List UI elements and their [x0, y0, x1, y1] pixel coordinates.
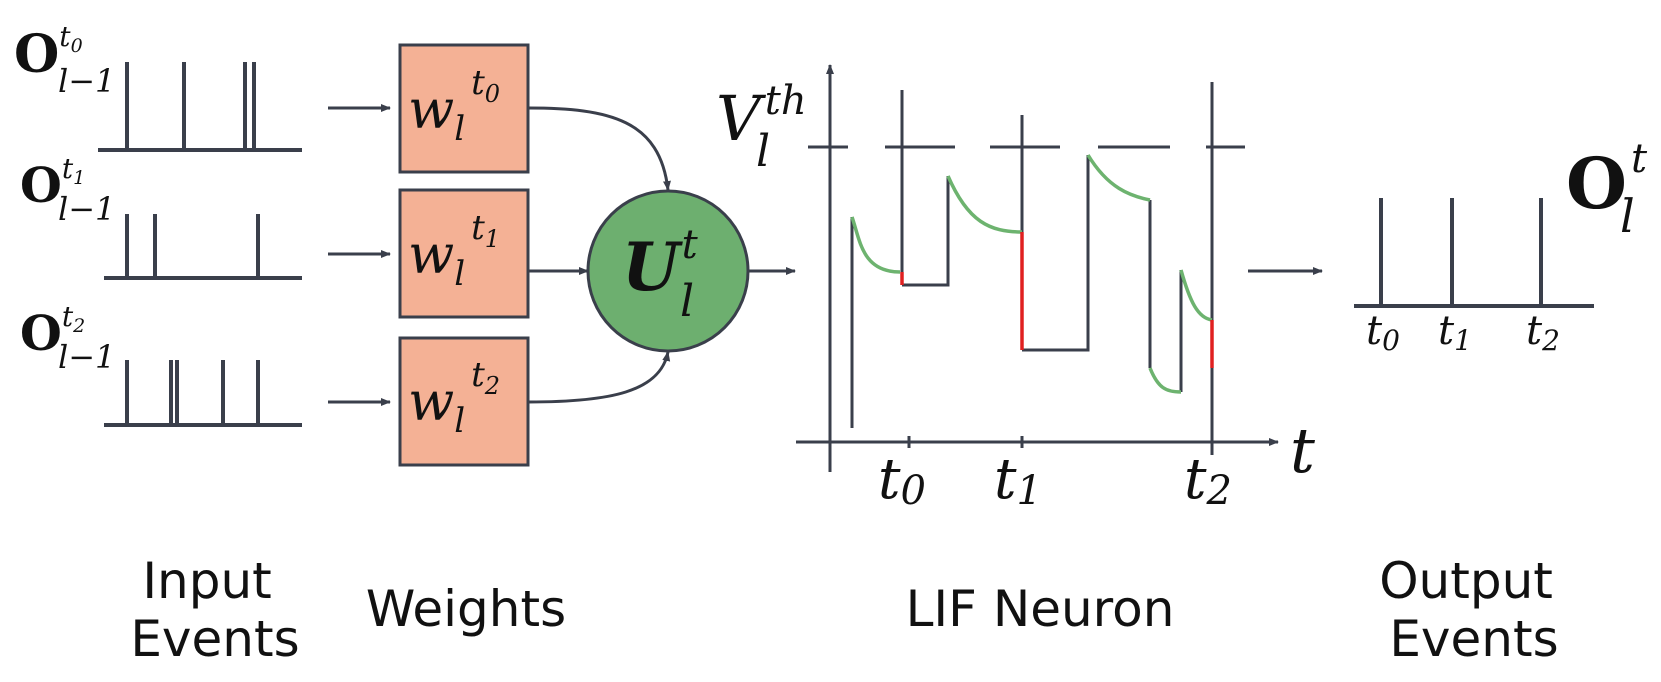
output-spike-train	[1354, 198, 1594, 308]
tick-label-t0: t0	[878, 447, 926, 514]
membrane-decay	[850, 154, 1213, 394]
captions: Input Events Weights LIF Neuron Output E…	[130, 552, 1569, 668]
weight-label-0: wlt0	[408, 63, 500, 149]
time-axis-label: t	[1290, 414, 1315, 487]
weight-label-2: wlt2	[408, 355, 500, 441]
tick-label-t2: t2	[1184, 447, 1232, 514]
weights: wlt0 wlt1 wlt2	[398, 43, 671, 467]
caption-neuron: LIF Neuron	[906, 580, 1175, 638]
output-tick-t2: t2	[1526, 308, 1560, 357]
spike-train-1	[104, 214, 302, 280]
membrane-dark-segments	[850, 155, 1183, 428]
caption-input: Input Events	[130, 552, 299, 668]
spike-train-0	[98, 62, 302, 152]
weight-label-1: wlt1	[408, 208, 500, 294]
caption-weights: Weights	[366, 580, 566, 638]
tick-label-t1: t1	[994, 447, 1042, 514]
arrow-weight-2	[527, 351, 671, 404]
output-tick-t0: t0	[1366, 308, 1400, 357]
arrow-weight-0	[527, 106, 671, 191]
caption-output: Output Events	[1379, 552, 1569, 668]
membrane-reset	[900, 232, 1214, 368]
output-tick-t1: t1	[1438, 308, 1472, 357]
spike-train-2	[104, 360, 302, 427]
weight-box-1	[398, 188, 530, 319]
